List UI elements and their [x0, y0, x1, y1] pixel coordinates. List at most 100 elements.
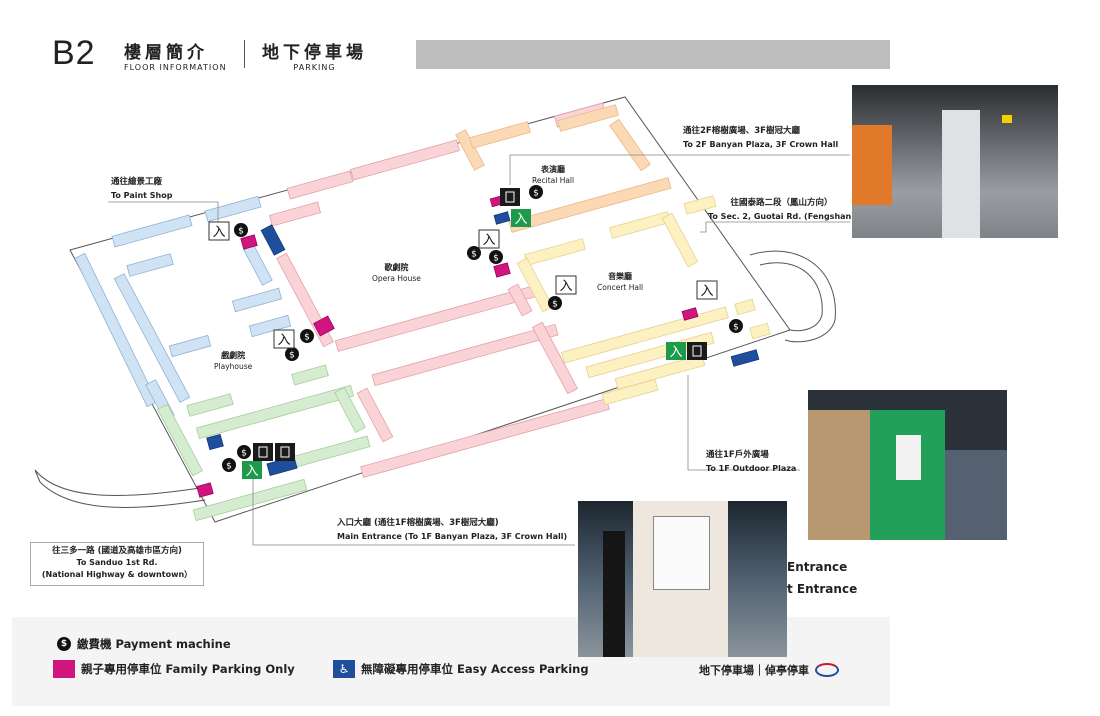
parking-row-green [186, 393, 234, 417]
entrance-symbol: 入 [482, 233, 495, 248]
family-parking-spot [240, 234, 258, 250]
entrance-icon [511, 209, 531, 227]
parking-row-yellow [683, 195, 717, 215]
payment-symbol: $ [471, 250, 477, 260]
payment-symbol: $ [241, 449, 247, 459]
accessible-parking-spot [206, 433, 224, 451]
payment-symbol: $ [226, 462, 232, 472]
photo-payment-kiosk [578, 501, 787, 657]
parking-row-orange [469, 121, 531, 149]
parking-row-green [334, 387, 366, 433]
legend-entrance-1: Entrance [787, 560, 848, 574]
legend-payment: $ 繳費機 Payment machine [57, 636, 231, 652]
parking-row-orange [557, 104, 619, 132]
entrance-icon [696, 280, 718, 300]
parking-row-orange [609, 118, 651, 172]
entrance-symbol: 入 [669, 345, 682, 360]
parking-row-green [291, 364, 329, 386]
callout-lines [108, 154, 850, 546]
elevator-icon-glyph [280, 446, 290, 458]
family-parking-spot [681, 307, 699, 321]
elevator-icon [500, 188, 520, 206]
payment-icon: $ [57, 637, 71, 651]
parking-row-pink [350, 139, 460, 181]
entrance-symbol: 入 [514, 212, 527, 227]
family-parking-icon [53, 660, 75, 678]
payment-machine-icon [234, 223, 248, 237]
parking-title: 地下停車場 PARKING [262, 43, 367, 72]
payment-symbol: $ [733, 323, 739, 333]
entrance-icon [478, 229, 500, 249]
legend-access: ♿ 無障礙專用停車位 Easy Access Parking [333, 660, 589, 678]
parking-row-blue [168, 334, 212, 358]
ramp-left [34, 469, 206, 508]
callout-guotai: 往國泰路二段（鳳山方向）To Sec. 2, Guotai Rd. (Fengs… [708, 198, 855, 221]
legend-family: 親子專用停車位 Family Parking Only [53, 660, 295, 678]
parking-row-blue [204, 195, 262, 223]
parking-row-blue [113, 273, 191, 403]
entrance-icon [555, 275, 577, 295]
callout-sanduo: 往三多一路 (國道及高雄市區方向)To Sanduo 1st Rd.(Natio… [30, 542, 204, 586]
escalator-icon [253, 443, 273, 461]
entrance-symbol: 入 [245, 464, 258, 479]
photo-green-door [808, 390, 1007, 540]
ramp-right [749, 250, 836, 343]
parking-row-yellow [516, 257, 554, 313]
parking-row-yellow [561, 306, 729, 364]
payment-machine-icon [237, 445, 251, 459]
entrance-icon [273, 329, 295, 349]
callout-main-entrance: 入口大廳 (通往1F榕樹廣場、3F樹冠大廳)Main Entrance (To … [337, 518, 568, 541]
accessible-parking-spot [730, 349, 760, 367]
parking-row-blue [74, 252, 158, 408]
photo-parking-pillar [852, 85, 1058, 238]
header-bar [416, 40, 890, 69]
parking-row-pink [371, 323, 559, 387]
family-parking-spot [313, 315, 335, 337]
payment-machine-icon [729, 319, 743, 333]
parking-row-pink [268, 201, 322, 227]
payment-symbol: $ [289, 351, 295, 361]
elevator-icon [275, 443, 295, 461]
parking-row-blue [126, 253, 174, 277]
accessible-parking-icon: ♿ [333, 660, 355, 678]
divider [244, 40, 245, 68]
entrance-symbol: 入 [700, 284, 713, 299]
parking-row-pink [286, 170, 354, 200]
payment-symbol: $ [552, 300, 558, 310]
payment-machine-icon [467, 246, 481, 260]
parking-row-green [195, 384, 355, 440]
payment-symbol: $ [304, 333, 310, 343]
parking-row-blue [111, 214, 193, 248]
parking-row-green [192, 478, 308, 522]
parking-row-orange [508, 177, 672, 233]
level-label: B2 [52, 34, 96, 72]
brand-footer: 地下停車場｜倬亭停車 [699, 662, 839, 678]
payment-machine-icon [529, 185, 543, 199]
escalator-icon-glyph [258, 446, 268, 458]
payment-machine-icon [300, 329, 314, 343]
parking-row-yellow [734, 298, 756, 316]
family-parking-spot [196, 482, 214, 498]
entrance-symbol: 入 [277, 333, 290, 348]
payment-machine-icon [548, 296, 562, 310]
parking-row-yellow [601, 378, 659, 406]
parking-row-blue [231, 287, 283, 313]
parking-row-blue [248, 314, 292, 338]
entrance-icon [666, 342, 686, 360]
entrance-icon [242, 461, 262, 479]
payment-symbol: $ [533, 189, 539, 199]
stairs-icon [687, 342, 707, 360]
payment-machine-icon [222, 458, 236, 472]
payment-machine-icon [489, 250, 503, 264]
parking-row-pink [531, 321, 579, 395]
family-parking-spot [493, 262, 511, 278]
parking-row-yellow [661, 212, 699, 268]
payment-symbol: $ [238, 227, 244, 237]
